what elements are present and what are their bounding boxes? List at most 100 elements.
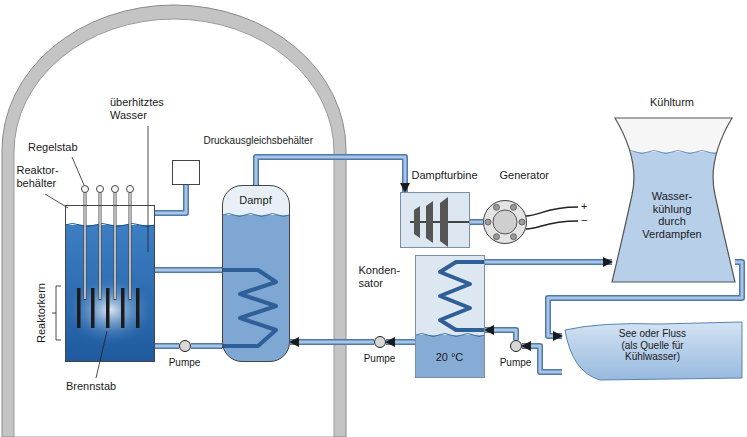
node-label: Reaktor- behälter — [17, 164, 65, 189]
node-label: Pumpe — [362, 353, 398, 365]
containment-dome-part — [14, 19, 334, 437]
fuel-rods-part — [91, 288, 95, 328]
control-rods-part — [85, 192, 130, 299]
cooling-tower-drawing-part-part — [600, 151, 747, 154]
arrow-head — [485, 261, 612, 262]
generator-drawing — [483, 200, 578, 244]
condenser-drawing — [415, 255, 485, 378]
generator-drawing-part — [526, 221, 578, 229]
reactor-water-part — [65, 224, 155, 227]
pipe-inner — [155, 344, 179, 347]
generator-drawing-part — [526, 207, 578, 216]
pipe-inner — [155, 185, 186, 213]
fuel-rods-part — [136, 288, 140, 328]
control-rods-part — [82, 186, 134, 193]
node-label: Dampfturbine — [412, 169, 492, 182]
generator-drawing-part-part — [519, 219, 525, 225]
node-label: See oder Fluss (als Quelle für Kühlwasse… — [613, 328, 693, 363]
reactor-water-part — [65, 225, 155, 362]
pipe-outline — [386, 339, 415, 345]
pipe-outline — [485, 259, 612, 265]
part-label: + — [581, 200, 593, 213]
leader-lines-part — [148, 126, 149, 252]
node-label: Kühlturm — [611, 96, 734, 109]
pipe-outline — [155, 343, 179, 349]
pump: Pumpe — [374, 336, 386, 348]
cooling-tower: KühlturmWasser- kühlung durch Verdampfen — [612, 118, 735, 282]
steam-generator: Dampf — [222, 185, 290, 362]
reactor-water-part — [65, 205, 155, 225]
node-text: Wasser- kühlung durch Verdampfen — [639, 190, 706, 241]
node-label: Pumpe — [167, 357, 203, 369]
cooling-tower-drawing-part-part — [600, 152, 747, 292]
generator-drawing-part — [485, 204, 525, 239]
arrow-head — [485, 330, 516, 340]
pressurizer-tank: Druckausgleichsbehälter — [172, 160, 200, 185]
control-rods — [82, 186, 134, 301]
node-label: Dampf — [222, 194, 290, 207]
pipe-outline — [155, 267, 222, 273]
pipe-inner — [485, 330, 516, 340]
reactor-water-part — [66, 276, 154, 344]
control-rods-part-part — [114, 190, 117, 300]
part-label: Regelstab — [28, 141, 84, 154]
pipe-connector — [155, 269, 222, 270]
control-rods-part-part — [129, 190, 132, 300]
rotated-label: Reaktorkern — [35, 278, 49, 348]
cooling-tower-drawing-part — [600, 151, 747, 293]
pipe-connector — [485, 261, 612, 262]
leader-lines-part — [52, 286, 61, 340]
node-label: Generator — [500, 169, 570, 182]
generator-drawing-part-part — [485, 219, 491, 225]
steam-generator-fill — [222, 185, 290, 362]
node-label: Pumpe — [498, 357, 534, 369]
pipe-inner — [548, 262, 742, 336]
fuel-rods — [77, 288, 140, 328]
arrow-head — [290, 341, 374, 342]
pipe-inner — [485, 260, 612, 263]
arrow-head — [386, 341, 415, 342]
pipe-outline — [155, 185, 186, 213]
node-text: 20 °C — [415, 351, 485, 364]
generator-drawing-part — [493, 210, 517, 234]
pipe-inner — [256, 157, 405, 192]
control-rods-part-part — [112, 186, 119, 193]
control-rods-part-part — [127, 186, 134, 193]
pipe-outline — [191, 343, 222, 349]
control-rods-part-part — [82, 186, 89, 193]
pipe-connector — [485, 330, 516, 340]
pipe-connector — [191, 345, 222, 346]
lake-drawing — [565, 322, 742, 380]
steam-generator-fill-part — [222, 270, 276, 346]
control-rods-part — [85, 190, 130, 300]
fuel-rods-part — [106, 288, 110, 328]
steam-generator-fill-part — [223, 215, 290, 362]
pipe-connector — [256, 157, 405, 192]
condenser: Konden- sator20 °C — [415, 255, 485, 378]
pipe-outline — [485, 330, 516, 340]
control-rods-part-part — [99, 190, 102, 300]
part-label: − — [581, 214, 593, 227]
leader-lines-part — [96, 331, 107, 378]
pipe-connector — [155, 345, 179, 346]
pump: Pumpe — [510, 340, 522, 352]
containment-dome — [2, 5, 346, 437]
pipe-inner — [155, 268, 222, 271]
control-rods-part-part — [129, 192, 130, 299]
steam-generator-fill-part — [222, 185, 290, 362]
node-label: Konden- sator — [359, 264, 409, 289]
pipe-outline — [548, 262, 742, 336]
condenser-drawing-part — [440, 262, 485, 330]
steam-turbine: Dampfturbine — [400, 192, 470, 248]
pipe-inner — [290, 340, 374, 343]
leader-lines-part — [72, 157, 84, 185]
reactor-water — [65, 205, 155, 362]
control-rods-part-part — [97, 186, 104, 193]
pressurizer-fill — [172, 160, 200, 185]
lake-or-river: See oder Fluss (als Quelle für Kühlwasse… — [562, 318, 742, 378]
fuel-rods-part — [77, 288, 81, 328]
pipe-inner — [386, 340, 415, 343]
control-rods-part-part — [114, 192, 115, 299]
